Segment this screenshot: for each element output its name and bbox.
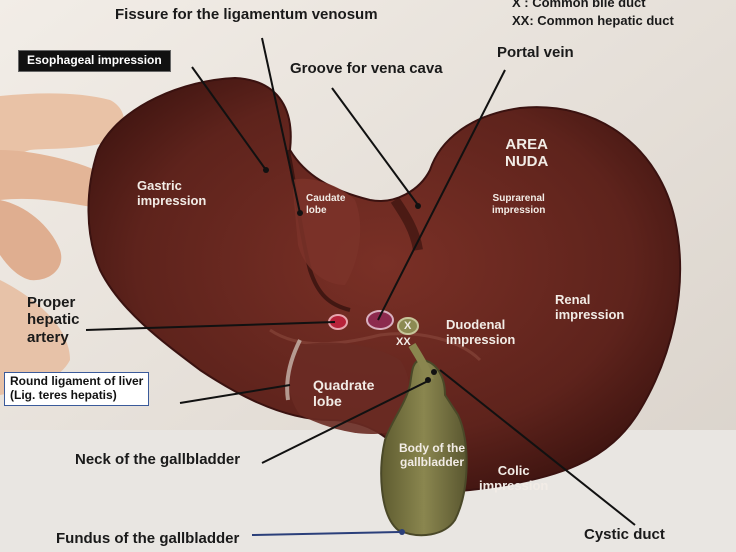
quadrate-region xyxy=(288,342,410,435)
legend-xx: XX: Common hepatic duct xyxy=(512,13,674,28)
pointer-neck-gallbladder xyxy=(261,379,431,464)
caudate-lobe-shape xyxy=(292,178,361,285)
label-colic-impression: Colic impression xyxy=(479,463,549,493)
pointer-dot-cystic xyxy=(431,369,437,375)
cystic-duct-shape xyxy=(408,342,434,382)
label-quadrate-lobe: Quadrate lobe xyxy=(313,377,375,410)
label-renal-impression: Renal impression xyxy=(555,292,625,322)
pointer-round-ligament xyxy=(179,384,291,404)
pointer-dot-vena-cava xyxy=(415,203,421,209)
pointer-portal-vein xyxy=(377,69,506,321)
pointer-dot-fundus xyxy=(399,529,405,535)
pointer-cystic-duct xyxy=(439,369,636,526)
label-fundus-gallbladder: Fundus of the gallbladder xyxy=(56,530,240,547)
pointer-dot-neck xyxy=(425,377,431,383)
pointer-esophageal xyxy=(191,66,267,171)
pointer-proper-hepatic xyxy=(85,321,336,331)
bile-duct-opening xyxy=(397,317,419,335)
pointer-fundus xyxy=(251,531,401,536)
label-neck-gallbladder: Neck of the gallbladder xyxy=(75,451,241,468)
label-fissure: Fissure for the ligamentum venosum xyxy=(115,6,378,23)
label-cystic-duct: Cystic duct xyxy=(584,526,665,543)
pointer-dot-esophageal xyxy=(263,167,269,173)
round-ligament-edge xyxy=(285,339,302,401)
label-proper-hepatic-artery: Proper hepatic artery xyxy=(27,294,80,346)
pointer-dot-fissure xyxy=(297,210,303,216)
label-caudate-lobe: Caudate lobe xyxy=(306,193,346,216)
legend-x: X : Common bile duct xyxy=(512,0,646,10)
pointer-fissure xyxy=(261,37,301,214)
label-round-ligament: Round ligament of liver (Lig. teres hepa… xyxy=(4,372,150,406)
label-body-gallbladder: Body of the gallbladder xyxy=(399,441,465,469)
label-area-nuda: AREA NUDA xyxy=(505,136,549,171)
label-groove-vena-cava: Groove for vena cava xyxy=(290,60,443,77)
mark-xx: XX xyxy=(396,336,411,348)
label-duodenal-impression: Duodenal impression xyxy=(446,317,516,347)
portal-vein-opening xyxy=(366,310,394,330)
pointer-lines xyxy=(85,37,636,526)
liver-body xyxy=(87,76,682,492)
label-esophageal-impression: Esophageal impression xyxy=(18,50,171,72)
pointer-vena-cava xyxy=(331,87,419,206)
label-suprarenal-impression: Suprarenal impression xyxy=(492,193,546,216)
mark-x: X xyxy=(404,320,412,332)
label-gastric-impression: Gastric impression xyxy=(137,178,207,208)
label-portal-vein: Portal vein xyxy=(497,44,574,61)
